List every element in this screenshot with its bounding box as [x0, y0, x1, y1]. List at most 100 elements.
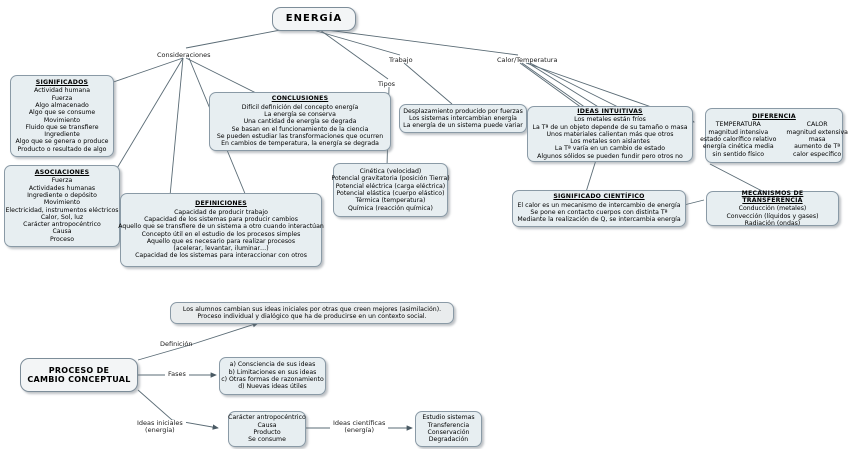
- edge-label-ideas-iniciales-line2: (energía): [145, 426, 175, 435]
- node-fases-detalle[interactable]: a) Consciencia de sus ideas b) Limitacio…: [219, 357, 326, 395]
- node-asociaciones-line-4: Electricidad, instrumentos eléctricos: [5, 206, 119, 214]
- node-significados[interactable]: SIGNIFICADOS Actividad humana Fuerza Alg…: [10, 75, 114, 157]
- node-estudio-line-1: Transferencia: [427, 421, 470, 429]
- node-fases-line-3: d) Nuevas ideas útiles: [238, 383, 307, 391]
- node-asociaciones-line-1: Actividades humanas: [28, 184, 96, 192]
- node-definiciones-line-2: Aquello que se transfiere de un sistema …: [118, 223, 324, 231]
- node-caracter-antropocentrico[interactable]: Carácter antropocéntrico Causa Producto …: [228, 411, 306, 447]
- node-asociaciones[interactable]: ASOCIACIONES Fuerza Actividades humanas …: [4, 165, 120, 247]
- node-tipos-detalle[interactable]: Cinética (velocidad) Potencial gravitato…: [331, 163, 450, 217]
- edge-label-ideas-iniciales-line1: Ideas iniciales: [137, 419, 183, 427]
- node-ideas-intuitivas-line-0: Los metales están fríos: [574, 116, 646, 124]
- node-definiciones-line-4: Aquello que es necesario para realizar p…: [146, 237, 296, 245]
- node-tipos-detalle-line-3: Potencial elástica (cuerpo elástico): [336, 190, 445, 197]
- node-significados-title: SIGNIFICADOS: [35, 78, 89, 86]
- node-fases-line-0: a) Consciencia de sus ideas: [229, 361, 316, 369]
- node-trabajo-detalle-line-2: La energía de un sistema puede variar: [403, 122, 523, 130]
- node-conclusiones[interactable]: CONCLUSIONES Difícil definición del conc…: [209, 92, 391, 151]
- node-asociaciones-line-8: Proceso: [49, 235, 75, 243]
- node-diferencia-right-4: calor específico: [793, 150, 842, 158]
- node-significados-line-6: Ingrediente: [44, 131, 80, 139]
- node-ideas-intuitivas-line-1: La Tª de un objeto depende de su tamaño …: [532, 123, 688, 131]
- node-proceso-line-1: CAMBIO CONCEPTUAL: [27, 375, 131, 384]
- node-caracter-line-1: Causa: [257, 421, 277, 429]
- node-definiciones[interactable]: DEFINICIONES Capacidad de producir traba…: [118, 193, 324, 267]
- node-estudio-line-2: Conservación: [427, 429, 470, 436]
- edge-label-ideas-cientificas: Ideas científicas (energía): [330, 419, 389, 435]
- node-conclusiones-title: CONCLUSIONES: [271, 95, 329, 103]
- node-estudio-sistemas[interactable]: Estudio sistemas Transferencia Conservac…: [415, 411, 482, 447]
- node-significados-line-2: Algo almacenado: [35, 101, 89, 109]
- node-definiciones-line-5: (acelerar, levantar, iluminar…): [173, 245, 269, 253]
- node-definiciones-line-1: Capacidad de los sistemas para producir …: [144, 215, 298, 223]
- node-tipos-detalle-line-0: Cinética (velocidad): [359, 168, 422, 176]
- node-definiciones-title: DEFINICIONES: [195, 200, 247, 208]
- node-conclusiones-line-3: Se basan en el funcionamiento de la cien…: [231, 125, 369, 133]
- node-diferencia-left-2: estado calorífico relativo: [700, 136, 777, 143]
- node-conclusiones-line-4: Se pueden estudiar las transformaciones …: [216, 132, 384, 140]
- node-mecanismos-transferencia-title: MECANISMOS DE TRANSFERENCIA: [741, 189, 804, 205]
- node-asimilacion-line-0: Los alumnos cambian sus ideas iniciales …: [182, 305, 442, 313]
- edge-label-consideraciones: Consideraciones: [157, 51, 211, 59]
- node-mecanismos-transferencia-line-1: Convección (líquidos y gases): [726, 212, 819, 220]
- node-significado-cientifico-line-2: Mediante la realización de Q, se interca…: [517, 216, 681, 224]
- edge-label-ideas-iniciales: Ideas iniciales (energía): [134, 419, 186, 435]
- node-significado-cientifico-line-0: El calor es un mecanismo de intercambio …: [517, 201, 681, 209]
- node-ideas-intuitivas-title: IDEAS INTUITIVAS: [577, 107, 643, 115]
- node-diferencia-column-temperatura: TEMPERATURA magnitud intensiva estado ca…: [700, 121, 776, 158]
- node-tipos-detalle-line-1: Potencial gravitatoria (posición Tierra): [331, 175, 450, 183]
- node-diferencia-left-0: TEMPERATURA: [715, 121, 761, 129]
- node-significados-line-8: Producto o resultado de algo: [17, 145, 107, 153]
- node-definiciones-line-6: Capacidad de los sistemas para interacci…: [135, 252, 307, 260]
- node-tipos-detalle-line-2: Potencial eléctrica (carga eléctrica): [335, 182, 446, 190]
- node-asimilacion-line-1: Proceso individual y dialógico que ha de…: [197, 313, 427, 320]
- node-diferencia-right-1: magnitud extensiva: [786, 128, 848, 136]
- node-diferencia-column-calor: CALOR magnitud extensiva masa aumento de…: [786, 121, 848, 158]
- node-asimilacion[interactable]: Los alumnos cambian sus ideas iniciales …: [170, 302, 454, 324]
- edge-label-trabajo: Trabajo: [389, 56, 413, 64]
- node-proceso-cambio-conceptual[interactable]: PROCESO DE CAMBIO CONCEPTUAL: [20, 358, 138, 392]
- node-significados-line-7: Algo que se genera o produce: [15, 138, 109, 146]
- node-significado-cientifico-title: SIGNIFICADO CIENTÍFICO: [553, 193, 645, 201]
- node-estudio-line-0: Estudio sistemas: [422, 414, 475, 422]
- node-conclusiones-line-0: Difícil definición del concepto energía: [241, 103, 359, 111]
- node-ideas-intuitivas-line-2: Unos materiales calientan más que otros: [546, 130, 674, 138]
- node-mecanismos-transferencia[interactable]: MECANISMOS DE TRANSFERENCIA Conducción (…: [706, 189, 839, 227]
- node-proceso-line-0: PROCESO DE: [48, 365, 110, 375]
- node-significado-cientifico-line-1: Se pone en contacto cuerpos con distinta…: [530, 209, 668, 216]
- node-energia[interactable]: ENERGÍA: [272, 7, 356, 31]
- node-tipos-detalle-line-4: Térmica (temperatura): [355, 197, 426, 205]
- node-significados-line-4: Movimiento: [43, 116, 81, 124]
- node-asociaciones-line-2: Ingrediente o depósito: [27, 191, 97, 199]
- node-significado-cientifico[interactable]: SIGNIFICADO CIENTÍFICO El calor es un me…: [512, 190, 686, 227]
- node-asociaciones-line-7: Causa: [52, 228, 72, 236]
- node-diferencia-right-3: aumento de Tª: [794, 143, 841, 151]
- node-asociaciones-line-0: Fuerza: [51, 177, 73, 185]
- node-diferencia-left-3: energía cinética media: [702, 143, 774, 151]
- node-diferencia-left-4: sin sentido físico: [712, 150, 765, 158]
- node-trabajo-detalle[interactable]: Desplazamiento producido por fuerzas Los…: [399, 104, 527, 133]
- node-mecanismos-transferencia-line-0: Conducción (metales): [738, 205, 807, 213]
- node-diferencia-right-2: masa: [808, 136, 826, 143]
- edge-label-definicion: Definición: [160, 340, 193, 348]
- node-ideas-intuitivas-line-3: Los metales son aislantes: [570, 138, 650, 146]
- node-ideas-intuitivas-line-4: La Tª varía en un cambio de estado: [554, 145, 666, 153]
- node-caracter-line-3: Se consume: [248, 436, 286, 444]
- node-fases-line-1: b) Limitaciones en sus ideas: [228, 368, 317, 376]
- node-caracter-line-0: Carácter antropocéntrico: [228, 414, 306, 422]
- node-asociaciones-title: ASOCIACIONES: [34, 168, 90, 176]
- node-ideas-intuitivas[interactable]: IDEAS INTUITIVAS Los metales están fríos…: [527, 106, 693, 162]
- node-definiciones-line-3: Concepto útil en el estudio de los proce…: [141, 230, 301, 238]
- node-conclusiones-line-2: Una cantidad de energía se degrada: [243, 118, 357, 126]
- node-caracter-line-2: Producto: [253, 429, 281, 436]
- node-asociaciones-line-6: Carácter antropocéntrico: [23, 221, 101, 229]
- node-diferencia-title: DIFERENCIA: [752, 113, 796, 121]
- node-diferencia[interactable]: DIFERENCIA TEMPERATURA magnitud intensiv…: [700, 108, 848, 163]
- node-trabajo-detalle-line-0: Desplazamiento producido por fuerzas: [403, 107, 523, 115]
- node-fases-line-2: c) Otras formas de razonamiento: [221, 376, 324, 383]
- node-significados-line-5: Fluido que se transfiere: [25, 123, 99, 131]
- node-energia-label: ENERGÍA: [285, 13, 343, 25]
- node-mecanismos-transferencia-line-2: Radiación (ondas): [744, 219, 801, 227]
- node-significados-line-3: Algo que se consume: [28, 109, 96, 117]
